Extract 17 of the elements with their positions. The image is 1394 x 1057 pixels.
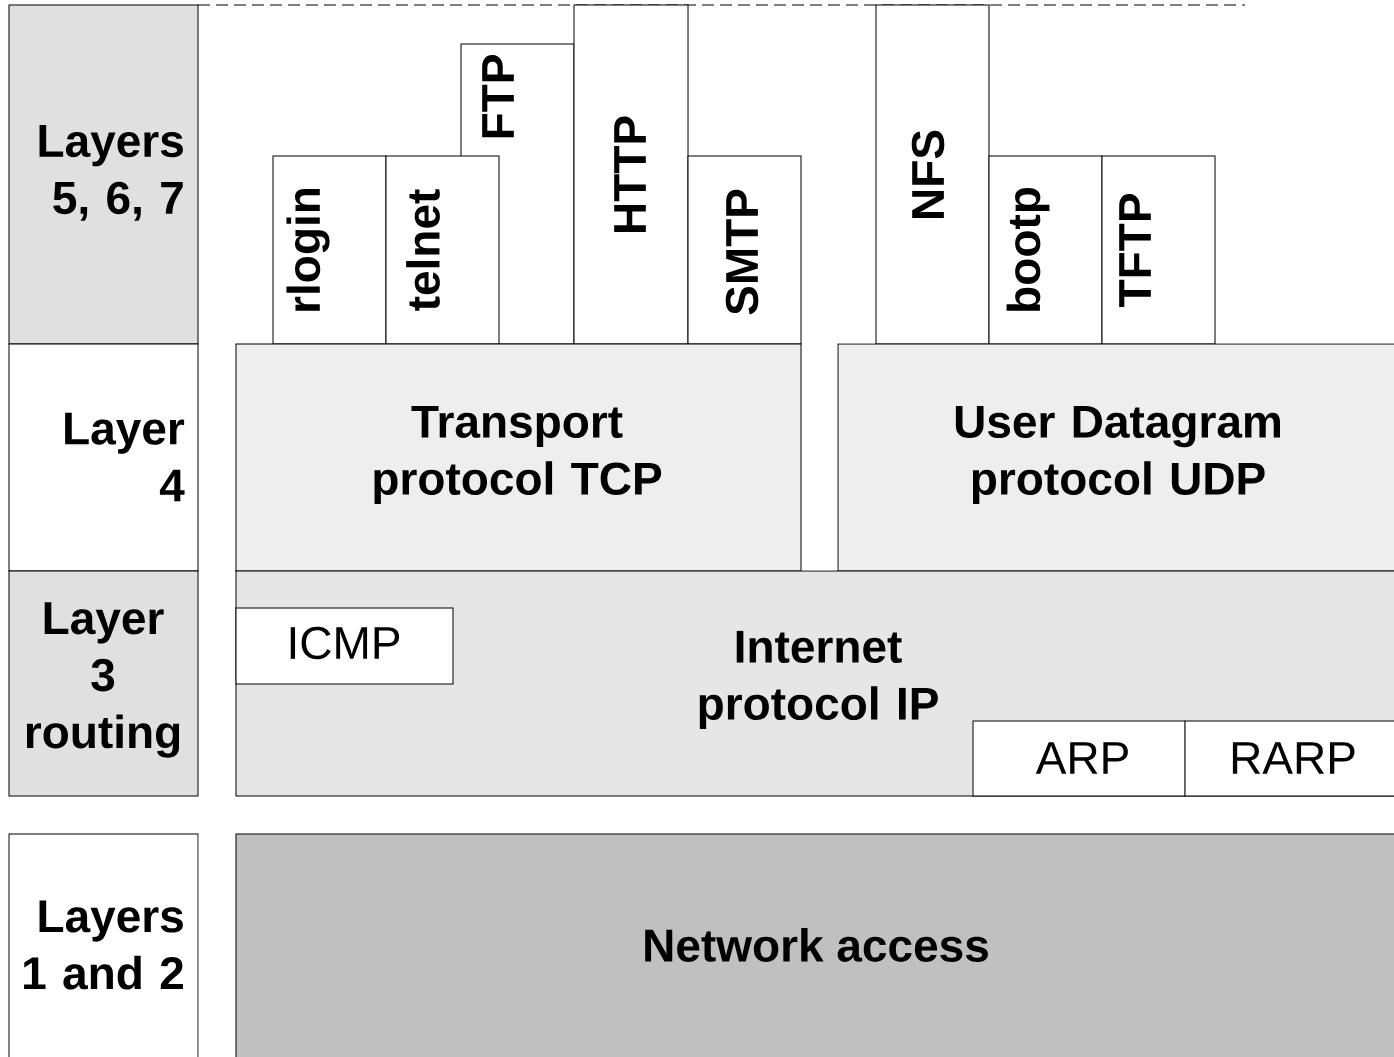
protocol-box: ICMP xyxy=(235,607,454,685)
protocol-box: ARP xyxy=(972,720,1186,797)
protocol-box: NFS xyxy=(875,4,990,345)
protocol-box: HTTP xyxy=(573,4,689,345)
protocol-box: rlogin xyxy=(272,155,387,345)
layer-label: Layers 1 and 2 xyxy=(8,833,199,1057)
protocol-box: TFTP xyxy=(1101,155,1216,345)
network-box: Network access xyxy=(235,833,1394,1057)
protocol-box: SMTP xyxy=(687,155,802,345)
protocol-layer-box: Transport protocol TCP xyxy=(235,343,802,572)
protocol-box: RARP xyxy=(1184,720,1394,797)
layer-label: Layers 5, 6, 7 xyxy=(8,4,199,345)
protocol-layer-box: User Datagram protocol UDP xyxy=(837,343,1394,572)
layer-label: Layer 3 routing xyxy=(8,570,199,797)
protocol-box: bootp xyxy=(988,155,1103,345)
layer-label: Layer 4 xyxy=(8,343,199,572)
protocol-box: telnet xyxy=(385,155,500,345)
